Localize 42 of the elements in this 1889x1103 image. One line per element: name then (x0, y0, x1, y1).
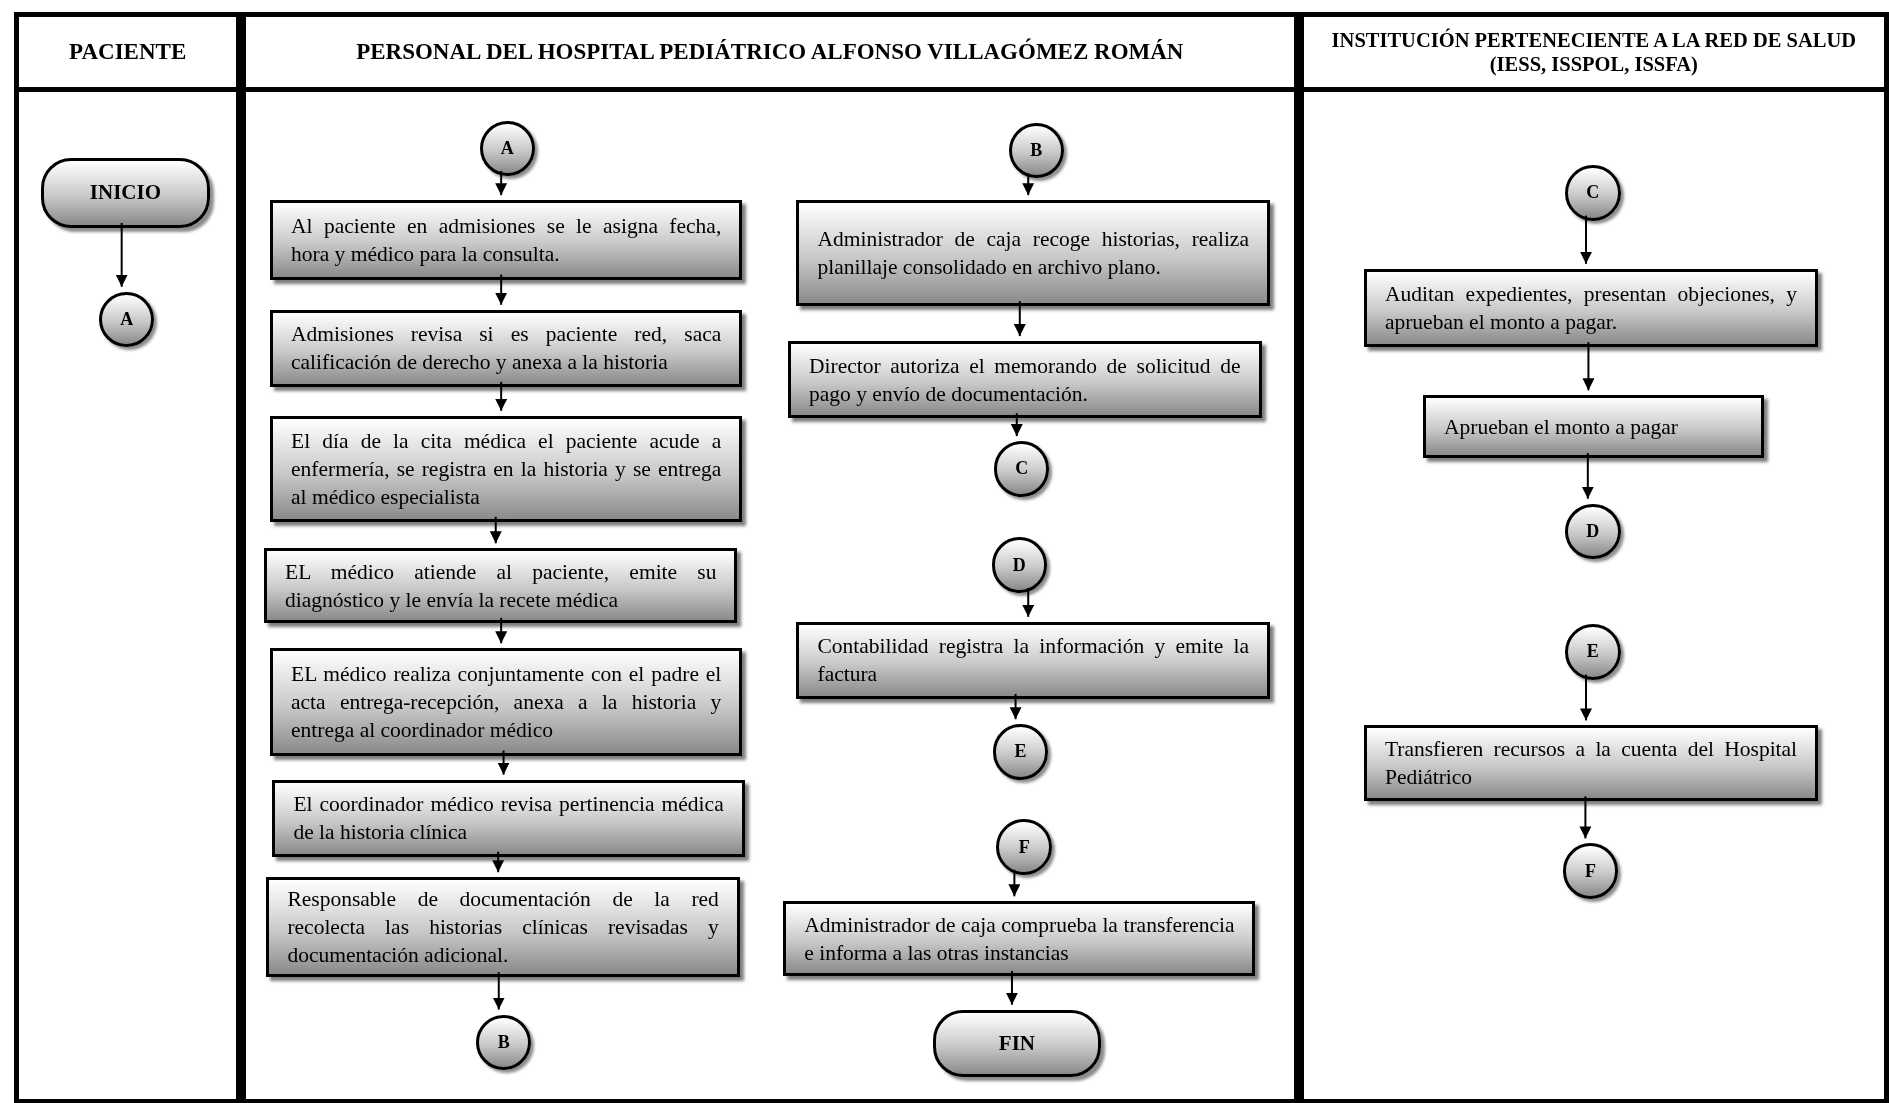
arrow (1582, 341, 1595, 392)
process-box: El día de la cita médica el paciente acude a enfermería, se registra en la historia y se entrega al médico especialista (270, 415, 743, 522)
arrow (1005, 970, 1018, 1006)
arrow (1580, 214, 1592, 265)
process-box: Administrador de caja recoge historias, realiza planillaje consolidado en archivo plano. (796, 200, 1270, 307)
arrow (495, 617, 508, 645)
swimlane (1298, 12, 1889, 1103)
arrow (495, 273, 508, 306)
process-box: EL médico realiza conjuntamente con el padre el acta entrega-recepción, anexa a la historia y entrega al coordinador médico (270, 648, 743, 756)
lane-header: PACIENTE (19, 17, 236, 92)
lane-header: PERSONAL DEL HOSPITAL PEDIÁTRICO ALFONSO VILLAGÓMEZ ROMÁN (245, 17, 1294, 92)
arrow (1008, 868, 1021, 898)
process-box: Auditan expedientes, presentan objeciones, y aprueban el monto a pagar. (1363, 268, 1819, 348)
arrow (1022, 172, 1035, 197)
process-box: Director autoriza el memorando de solicitud de pago y envío de documentación. (788, 341, 1262, 419)
arrow (492, 971, 505, 1011)
process-box: EL médico atiende al paciente, emite su diagnóstico y le envía la recete médica (264, 548, 738, 623)
arrow (115, 221, 128, 288)
terminal-box: INICIO (41, 158, 210, 228)
arrow (1013, 300, 1026, 338)
arrow (1581, 451, 1594, 500)
process-box: Contabilidad registra la información y emite la factura (796, 621, 1270, 699)
swimlane (14, 12, 241, 1103)
arrow (495, 170, 508, 197)
process-box: El coordinador médico revisa pertinencia médica de la historia clínica (272, 779, 745, 857)
arrow (489, 515, 502, 545)
arrow (1009, 692, 1022, 721)
arrow (1022, 586, 1035, 618)
arrow (492, 850, 505, 874)
process-box: Admisiones revisa si es paciente red, saca calificación de derecho y anexa a la historia (270, 309, 743, 387)
process-box: Al paciente en admisiones se le asigna fecha, hora y médico para la consulta. (270, 200, 743, 280)
arrow (1010, 412, 1023, 438)
terminal-box: FIN (932, 1009, 1102, 1078)
process-box: Responsable de documentación de la red recolecta las historias clínicas revisadas y documentación adicional. (266, 877, 740, 978)
process-box: Transfieren recursos a la cuenta del Hospital Pediátrico (1363, 725, 1819, 802)
arrow (1580, 673, 1592, 722)
arrow (497, 749, 510, 776)
process-box: Administrador de caja comprueba la transferencia e informa a las otras instancias (783, 901, 1256, 976)
arrow (495, 380, 508, 412)
arrow (1579, 795, 1592, 840)
process-box: Aprueban el monto a pagar (1422, 395, 1764, 458)
lane-header: INSTITUCIÓN PERTENECIENTE A LA RED DE SALUD (IESS, ISSPOL, ISSFA) (1303, 17, 1884, 92)
